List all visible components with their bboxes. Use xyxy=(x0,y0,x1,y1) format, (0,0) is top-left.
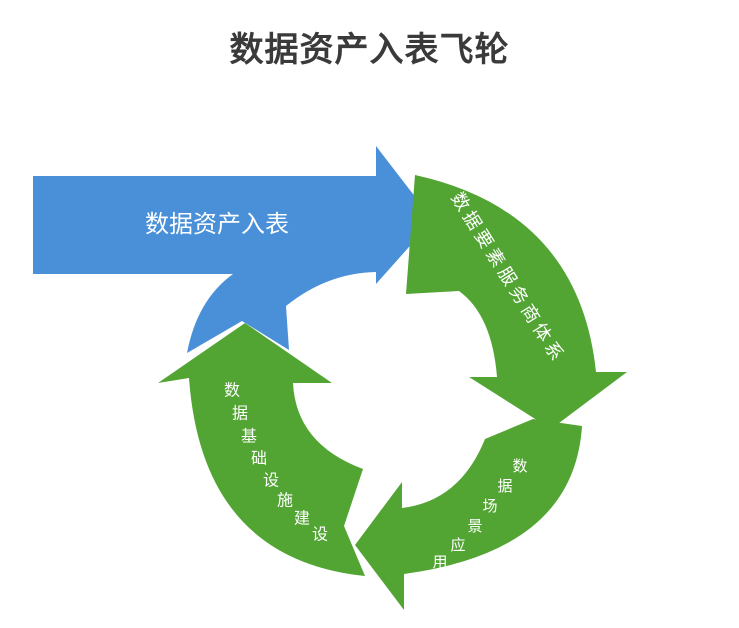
blue-arrow-shape xyxy=(33,146,433,353)
label-char: 数 xyxy=(224,381,240,400)
label-char: 施 xyxy=(277,491,293,510)
green-arrow-bottom-right xyxy=(355,419,582,610)
label-char: 用 xyxy=(432,553,447,571)
green-arrow-top-right xyxy=(406,175,627,429)
label-char: 设 xyxy=(312,525,328,544)
main-arrow-label: 数据资产入表 xyxy=(145,210,289,238)
green-arrow-left xyxy=(158,323,365,576)
label-char: 基 xyxy=(241,427,257,446)
left-label: 数 据 基 础 设 施 建 设 xyxy=(224,381,328,544)
label-char: 景 xyxy=(467,517,482,535)
label-char: 据 xyxy=(232,404,248,423)
label-char: 建 xyxy=(294,509,310,528)
label-char: 础 xyxy=(251,449,267,468)
page-title: 数据资产入表飞轮 xyxy=(229,30,510,70)
label-char: 数 xyxy=(512,457,527,475)
label-char: 据 xyxy=(497,477,512,495)
label-char: 场 xyxy=(482,497,497,515)
label-char: 设 xyxy=(263,471,279,490)
bottom-right-label: 数 据 场 景 应 用 xyxy=(432,457,527,571)
label-char: 应 xyxy=(450,536,465,554)
